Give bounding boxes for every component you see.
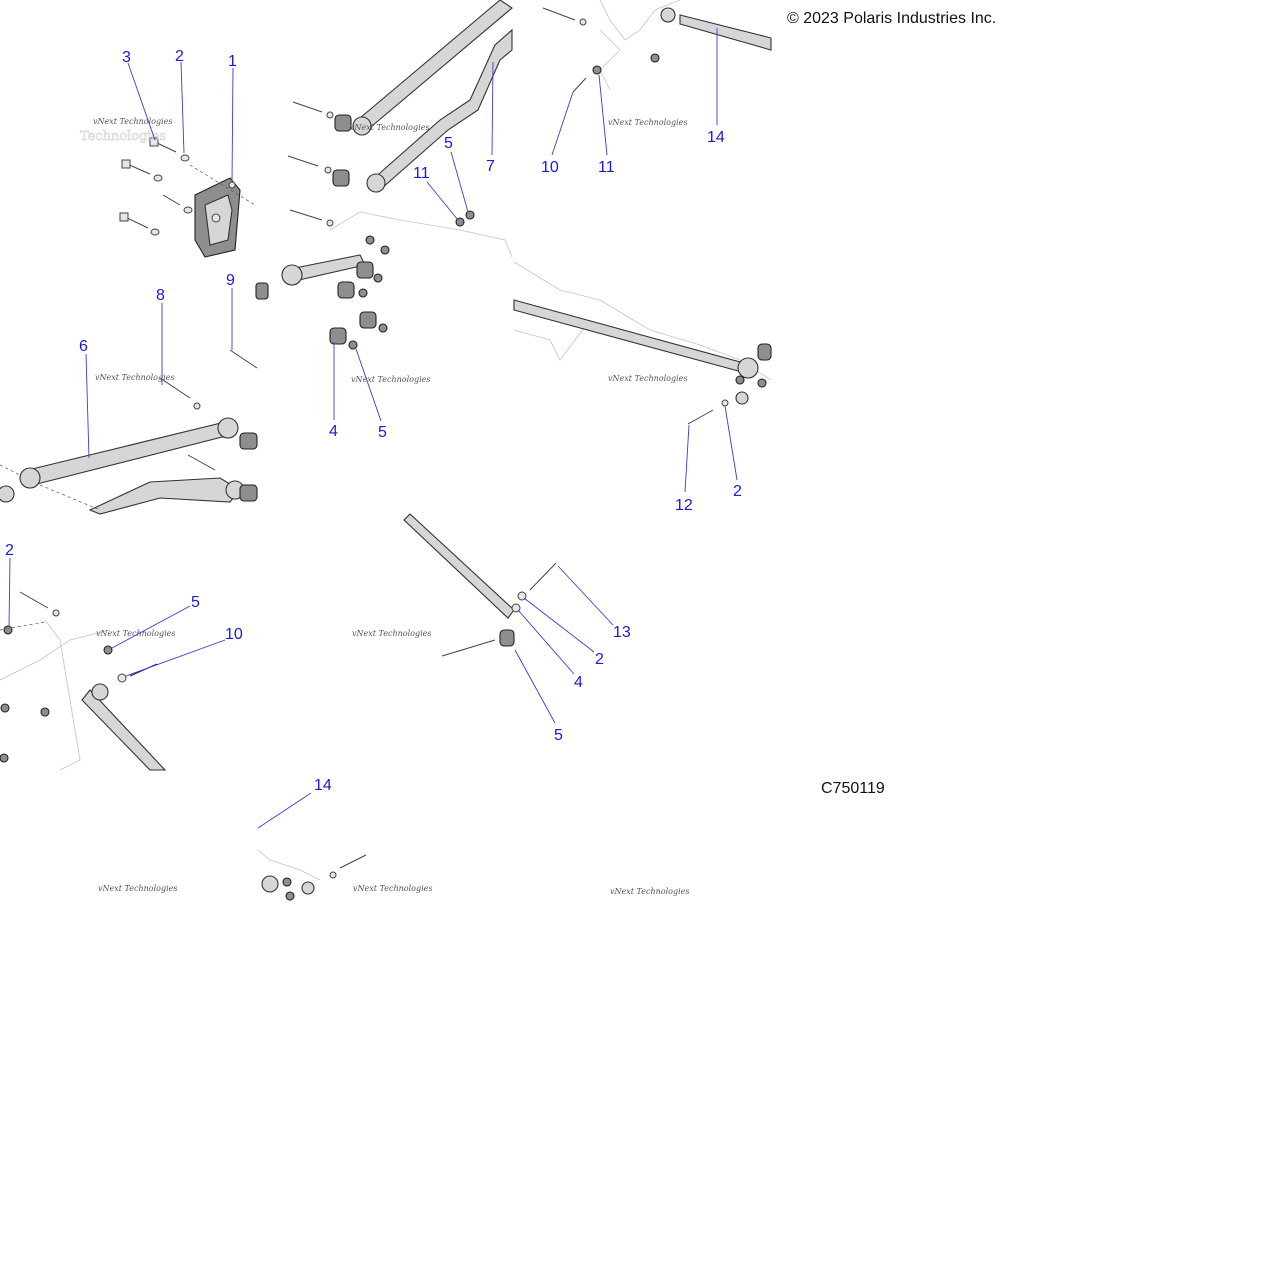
figure-id: C750119 bbox=[821, 780, 885, 797]
tile-bushings: vNext Technologies bbox=[281, 235, 430, 384]
tile-tie-rod: vNext Technologies bbox=[513, 261, 772, 425]
tile-link-bolt: vNext Technologies bbox=[352, 513, 557, 657]
callout-6: 6 bbox=[79, 338, 88, 355]
callout-2b: 2 bbox=[733, 483, 742, 500]
callout-4b: 4 bbox=[574, 674, 583, 691]
lower-link-arm bbox=[27, 421, 231, 486]
svg-text:vNext Technologies: vNext Technologies bbox=[95, 373, 174, 382]
callout-2: 2 bbox=[175, 48, 184, 65]
svg-text:vNext Technologies: vNext Technologies bbox=[608, 118, 687, 127]
svg-text:vNext Technologies: vNext Technologies bbox=[351, 375, 430, 384]
svg-text:Technologies: Technologies bbox=[80, 129, 166, 144]
tile-lower-mount: vNext Technologies bbox=[0, 591, 175, 771]
callout-2c: 2 bbox=[5, 542, 14, 559]
callout-9: 9 bbox=[226, 272, 235, 289]
trailing-arm bbox=[679, 14, 772, 51]
callouts: 3 2 1 5 7 11 10 11 14 8 9 6 4 bbox=[5, 28, 742, 829]
callout-11: 11 bbox=[413, 165, 430, 182]
copyright-notice: © 2023 Polaris Industries Inc. bbox=[787, 10, 997, 27]
svg-text:vNext Technologies: vNext Technologies bbox=[96, 629, 175, 638]
callout-5d: 5 bbox=[554, 727, 563, 744]
tile-bracket-assembly: Technologies vNext Technologies bbox=[80, 117, 256, 258]
tile-bottom: vNext Technologies vNext Technologies vN… bbox=[98, 849, 689, 901]
lower-control-arm bbox=[371, 28, 513, 189]
lower-arm-mount bbox=[81, 689, 167, 771]
bracket-bolts bbox=[119, 137, 193, 236]
svg-text:vNext Technologies: vNext Technologies bbox=[353, 884, 432, 893]
arm-bolts bbox=[287, 101, 323, 221]
callout-5c: 5 bbox=[191, 594, 200, 611]
callout-5b: 5 bbox=[378, 424, 387, 441]
callout-13: 13 bbox=[613, 624, 631, 641]
svg-text:vNext Technologies: vNext Technologies bbox=[608, 374, 687, 383]
callout-5: 5 bbox=[444, 135, 453, 152]
callout-2d: 2 bbox=[595, 651, 604, 668]
callout-10b: 10 bbox=[225, 626, 243, 643]
tie-rod bbox=[513, 299, 743, 373]
svg-text:vNext Technologies: vNext Technologies bbox=[352, 629, 431, 638]
callout-14b: 14 bbox=[314, 777, 332, 794]
svg-text:vNext Technologies: vNext Technologies bbox=[93, 117, 172, 126]
callout-10: 10 bbox=[541, 159, 559, 176]
callout-3: 3 bbox=[122, 49, 131, 66]
callout-7: 7 bbox=[486, 158, 495, 175]
tile-control-arms: vNext Technologies bbox=[287, 0, 513, 258]
callout-1: 1 bbox=[228, 53, 237, 70]
tile-upper-rear: vNext Technologies bbox=[542, 0, 772, 127]
callout-8: 8 bbox=[156, 287, 165, 304]
tile-lower-arms: vNext Technologies bbox=[0, 282, 269, 515]
callout-4: 4 bbox=[329, 423, 338, 440]
svg-text:vNext Technologies: vNext Technologies bbox=[98, 884, 177, 893]
callout-11b: 11 bbox=[598, 159, 615, 176]
svg-text:vNext Technologies: vNext Technologies bbox=[610, 887, 689, 896]
callout-12: 12 bbox=[675, 497, 693, 514]
callout-14: 14 bbox=[707, 129, 725, 146]
svg-text:vNext Technologies: vNext Technologies bbox=[350, 123, 429, 132]
